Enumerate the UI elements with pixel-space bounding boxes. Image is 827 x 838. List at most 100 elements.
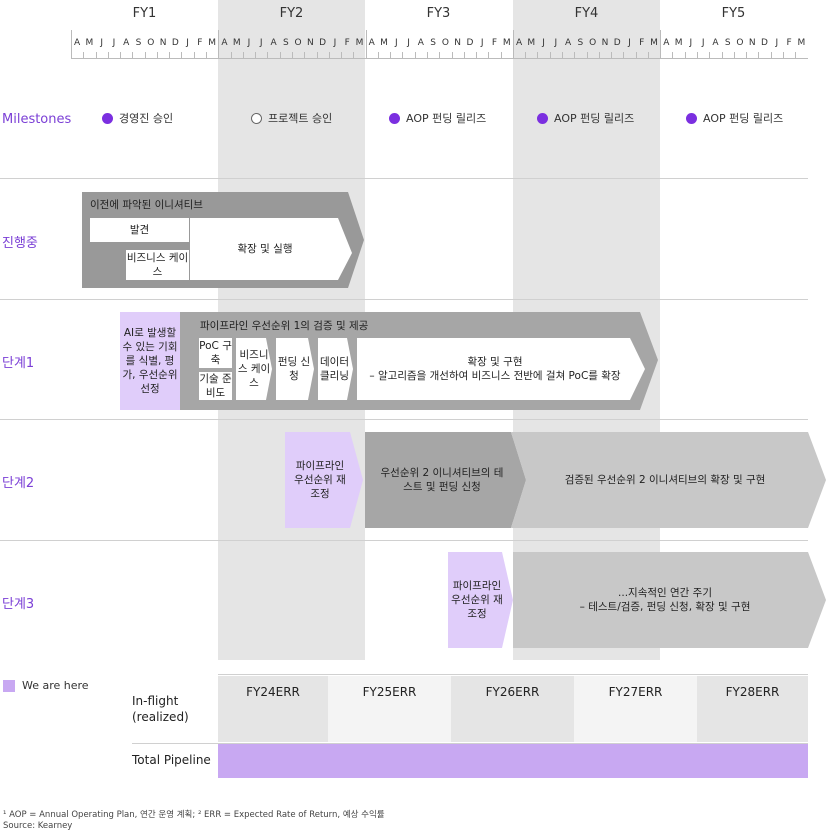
err-col-header: FY26ERR xyxy=(451,676,574,708)
month-tick xyxy=(684,52,686,58)
stage3-reprio-label: 파이프라인 우선순위 재조정 xyxy=(451,579,503,621)
month-tick xyxy=(242,52,244,58)
discovery-box: 발견 xyxy=(90,218,189,242)
month-tick xyxy=(353,52,355,58)
month-tick xyxy=(697,52,699,58)
month-tick xyxy=(218,30,220,58)
total-pipeline-bar xyxy=(218,744,808,778)
milestone-label: AOP 펀딩 릴리즈 xyxy=(554,112,635,125)
month-tick xyxy=(95,52,97,58)
month-label: J xyxy=(186,38,189,48)
month-tick xyxy=(377,52,379,58)
month-label: A xyxy=(417,38,424,48)
month-label: M xyxy=(674,38,683,48)
stage2-test-label: 우선순위 2 이니셔티브의 테스트 및 펀딩 신청 xyxy=(380,466,504,493)
stage2-scale-label: 검증된 우선순위 2 이니셔티브의 확장 및 구현 xyxy=(564,473,766,486)
month-tick xyxy=(291,52,293,58)
month-label: A xyxy=(515,38,523,48)
footnote-definitions: ¹ AOP = Annual Operating Plan, 연간 운영 계획;… xyxy=(3,810,385,820)
month-label: O xyxy=(589,38,597,48)
month-label: F xyxy=(786,38,792,48)
month-label: M xyxy=(232,38,241,48)
month-label: A xyxy=(270,38,277,48)
err-col-header: FY24ERR xyxy=(218,676,328,708)
month-tick xyxy=(206,52,208,58)
month-label: S xyxy=(135,38,142,48)
stage2-reprio-label: 파이프라인 우선순위 재조정 xyxy=(294,459,346,501)
inflight-cell xyxy=(218,708,328,742)
month-tick xyxy=(193,52,195,58)
month-label: A xyxy=(565,38,572,48)
month-tick xyxy=(598,52,600,58)
month-label: N xyxy=(601,38,609,48)
stage1-data-label: 데이터 클리닝 xyxy=(320,355,349,382)
milestone-dot-icon xyxy=(102,112,113,124)
stage2-scale-arrow xyxy=(511,432,826,528)
month-tick xyxy=(660,30,662,58)
month-label: J xyxy=(689,38,693,48)
row-label-in-progress: 진행중 xyxy=(2,236,38,251)
month-tick xyxy=(549,52,551,58)
stage2-reprio-arrow xyxy=(285,432,363,528)
month-tick xyxy=(672,52,674,58)
month-label: M xyxy=(380,38,388,48)
month-tick xyxy=(365,30,367,58)
month-tick xyxy=(328,52,330,58)
month-label: D xyxy=(466,38,474,48)
err-col-header: FY27ERR xyxy=(574,676,697,708)
month-label: D xyxy=(319,38,327,48)
row-label-milestones: Milestones xyxy=(2,112,72,127)
stage3-cycle-arrow xyxy=(513,552,826,648)
stage1-scale-arrow xyxy=(357,338,645,400)
month-tick xyxy=(304,52,306,58)
month-tick xyxy=(746,52,748,58)
inflight-label: In-flight (realized) xyxy=(132,694,189,725)
stage1-scale-desc: – 알고리즘을 개선하여 비즈니스 전반에 걸쳐 PoC를 확장 xyxy=(369,370,621,382)
chevron-data xyxy=(318,338,353,400)
month-label: J xyxy=(628,38,631,48)
month-label: J xyxy=(259,38,263,48)
month-label: M xyxy=(527,38,536,48)
month-label: O xyxy=(441,38,449,48)
month-label: A xyxy=(74,38,81,48)
we-are-here-label: We are here xyxy=(22,679,89,692)
month-label: J xyxy=(775,38,779,48)
month-tick xyxy=(156,52,158,58)
milestone-dot-icon xyxy=(686,112,697,124)
month-tick xyxy=(414,52,416,58)
month-label: O xyxy=(147,38,155,48)
month-label: M xyxy=(355,38,364,48)
stage3-cycle-text: ...지속적인 연간 주기 – 테스트/검증, 펀딩 신청, 확장 및 구현 xyxy=(520,552,810,648)
scale-execute-arrow xyxy=(190,218,352,280)
month-tick xyxy=(562,52,563,58)
month-tick xyxy=(537,52,539,58)
month-tick xyxy=(426,52,428,58)
month-tick xyxy=(635,52,637,58)
row-divider xyxy=(0,540,808,541)
fy-label: FY3 xyxy=(426,6,451,21)
month-label: J xyxy=(333,38,337,48)
month-tick xyxy=(230,52,232,58)
month-label: F xyxy=(197,38,203,48)
month-label: A xyxy=(221,38,228,48)
stage1-banner: 파이프라인 우선순위 1의 검증 및 제공 xyxy=(200,320,369,332)
month-label: O xyxy=(294,38,302,48)
milestone-label: 경영진 승인 xyxy=(119,112,174,125)
stage3-cycle-title: ...지속적인 연간 주기 xyxy=(618,586,712,599)
tech-readiness-box: 기술 준비도 xyxy=(199,372,232,400)
milestone-item: 경영진 승인 xyxy=(102,110,173,126)
month-tick xyxy=(279,52,281,58)
month-label: M xyxy=(797,38,806,48)
milestone-label: AOP 펀딩 릴리즈 xyxy=(703,112,784,125)
month-label: F xyxy=(491,38,498,48)
month-label: J xyxy=(247,38,251,48)
month-label: O xyxy=(736,38,744,48)
month-label: N xyxy=(159,38,167,48)
stage3-cycle-desc: – 테스트/검증, 펀딩 신청, 확장 및 구현 xyxy=(579,601,751,613)
table-grid xyxy=(218,674,808,675)
month-label: S xyxy=(430,38,436,48)
month-label: M xyxy=(650,38,658,48)
month-label: D xyxy=(761,38,768,48)
milestone-dot-icon xyxy=(537,112,548,124)
month-tick xyxy=(390,52,392,58)
